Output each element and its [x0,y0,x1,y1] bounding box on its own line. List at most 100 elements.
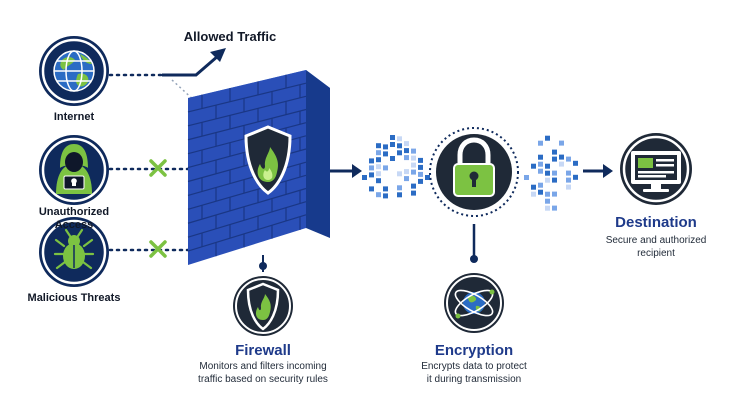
data-stream-left [362,135,430,199]
data-pixel [552,205,557,211]
firewall-description: Monitors and filters incoming traffic ba… [198,361,328,385]
allowed-arrowhead [210,48,226,62]
encryption-description: Encrypts data to protect it during trans… [421,361,527,385]
data-pixel [369,172,374,178]
firewall-stem-dot [259,262,267,270]
data-pixel [411,183,416,189]
data-pixel [397,171,402,177]
encryption-title: Encryption [434,342,514,359]
data-pixel [369,186,374,192]
data-pixel [425,175,430,180]
data-pixel [545,177,550,183]
data-pixel [559,161,564,167]
data-pixel [566,156,571,162]
data-pixel [559,154,564,160]
data-pixel [545,205,550,211]
data-pixel [397,136,402,142]
data-pixel [383,144,388,150]
data-pixel [538,140,543,146]
data-pixel [411,190,416,196]
firewall-title: Firewall [235,342,291,359]
internet-label: Internet [53,111,95,123]
destination-description: Secure and authorized recipient [605,235,707,259]
bug-icon [39,217,109,287]
atom-globe-icon [444,273,504,333]
firewall-shield-icon [244,125,292,195]
data-pixel [566,177,571,183]
data-pixel [566,170,571,176]
data-pixel [376,192,381,198]
malicious-threats-label: Malicious Threats [27,292,121,304]
data-pixel [538,182,543,188]
data-pixel [369,165,374,171]
data-pixel [538,189,543,195]
data-pixel [376,157,381,163]
data-pixel [552,177,557,183]
data-pixel [545,135,550,141]
blocked-x-unauthorized [149,159,167,177]
data-pixel [376,164,381,170]
data-pixel [383,151,388,157]
data-pixel [411,148,416,154]
data-pixel [404,141,409,147]
data-pixel [411,169,416,175]
data-pixel [397,150,402,156]
data-pixel [545,191,550,197]
data-pixel [538,161,543,167]
data-pixel [383,165,388,171]
firewall-wall [187,70,330,265]
globe-icon [39,36,109,106]
data-pixel [376,171,381,177]
data-pixel [362,175,367,180]
data-pixel [531,191,536,197]
allowed-traffic-arrow [162,54,219,77]
data-pixel [538,154,543,160]
blocked-x-malicious [149,240,167,258]
data-pixel [376,150,381,156]
data-pixel [390,142,395,147]
data-pixel [418,157,423,163]
data-pixel [411,155,416,161]
data-pixel [538,168,543,174]
data-pixel [376,178,381,184]
destination-title: Destination [615,214,697,231]
data-pixel [390,135,395,140]
to-encryption-arrowhead [352,164,362,178]
data-pixel [545,198,550,204]
data-pixel [418,171,423,177]
data-pixel [418,178,423,184]
data-pixel [552,191,557,197]
data-pixel [573,160,578,166]
connectors [108,48,603,272]
data-pixel [390,156,395,161]
firewall-badge-icon [233,276,293,336]
data-pixel [411,162,416,168]
data-pixel [552,149,557,155]
data-pixel [573,174,578,180]
data-pixel [566,184,571,190]
data-pixel [531,163,536,169]
data-pixel [524,175,529,180]
data-pixel [404,155,409,161]
internet-wall-dotted [171,79,197,103]
hacker-icon [39,135,109,205]
data-pixel [404,148,409,154]
padlock-icon [429,127,519,217]
data-pixel [552,170,557,176]
allowed-traffic-label: Allowed Traffic [183,29,277,44]
data-pixel [545,163,550,169]
data-pixel [404,169,409,175]
data-pixel [397,143,402,149]
data-pixel [404,176,409,182]
data-pixel [397,192,402,198]
data-pixel [383,186,388,192]
data-pixel [552,156,557,162]
encryption-stem-dot [470,255,478,263]
data-pixel [559,140,564,146]
data-pixel [531,184,536,190]
data-pixel [376,143,381,149]
data-pixel [383,193,388,199]
data-pixel [369,158,374,164]
data-pixel [397,185,402,191]
